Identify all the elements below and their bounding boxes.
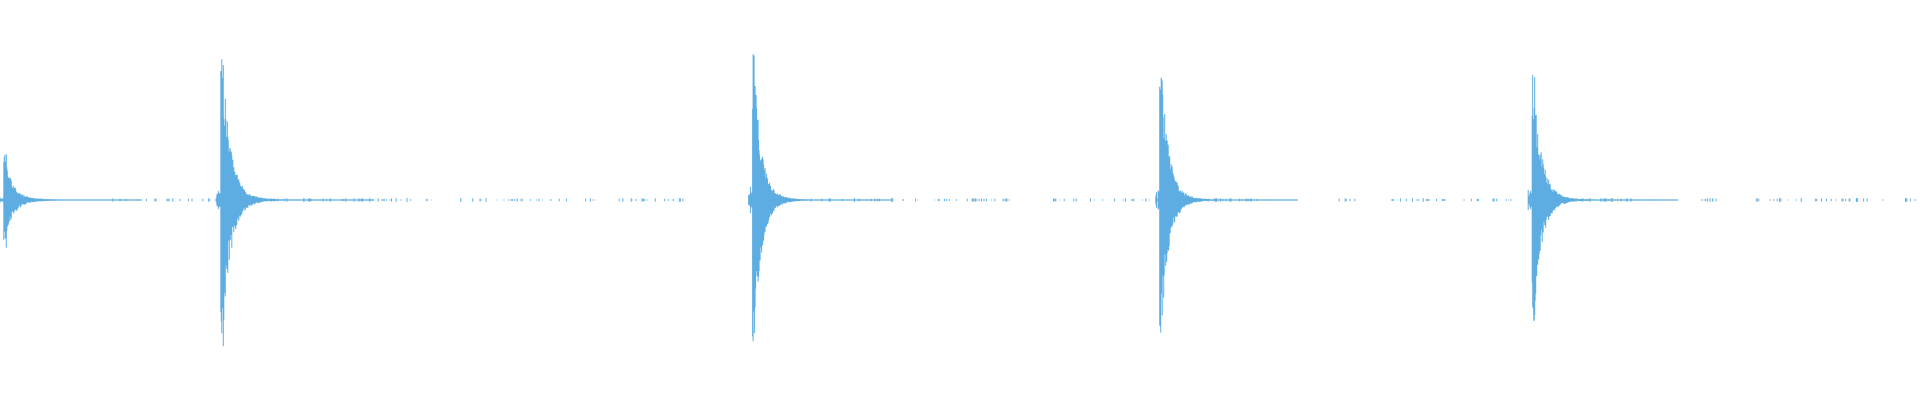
waveform-trace (0, 54, 1916, 347)
